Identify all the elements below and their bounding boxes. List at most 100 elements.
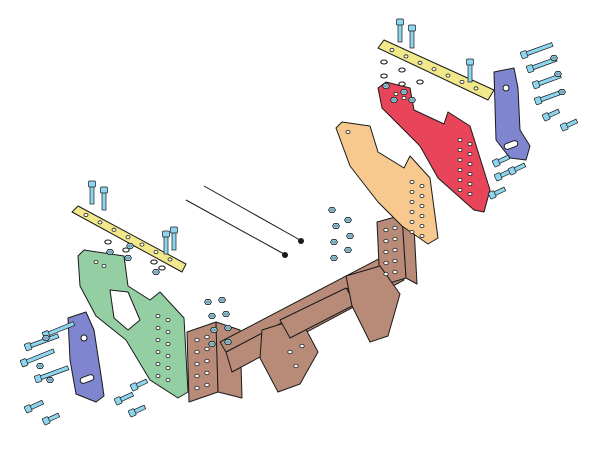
frameHoles-hole xyxy=(392,225,398,231)
nut xyxy=(45,377,55,383)
nut xyxy=(407,97,417,103)
nut xyxy=(343,247,353,253)
frameHoles-hole xyxy=(194,337,200,343)
frameHoles-hole xyxy=(204,370,210,376)
frameHoles-hole xyxy=(392,236,398,242)
bolt xyxy=(541,108,561,122)
frameHoles-hole xyxy=(204,358,210,364)
leftBracketHoles-hole xyxy=(165,341,171,346)
redHoles-hole xyxy=(457,177,463,182)
frameHoles-hole xyxy=(383,249,389,255)
bolt xyxy=(41,412,61,426)
frameHoles-hole xyxy=(392,269,398,275)
frameHoles-hole xyxy=(383,227,389,233)
nut xyxy=(331,223,341,229)
orangeHoles-hole xyxy=(345,129,351,134)
leftStrapHoles-hole xyxy=(83,212,89,217)
frameHoles-hole xyxy=(287,349,293,355)
right-bracket-front xyxy=(335,121,439,245)
nut xyxy=(549,55,559,61)
hardware xyxy=(20,18,579,426)
rightStrapHoles-hole xyxy=(403,54,409,59)
rightStrapHoles-hole xyxy=(445,73,451,78)
redHoles-hole xyxy=(467,161,473,166)
bolt xyxy=(532,73,562,90)
left-bracket-holes xyxy=(93,259,171,382)
frameHoles-hole xyxy=(204,346,210,352)
cable-tie-2 xyxy=(185,199,285,255)
leftStrapHoles-hole xyxy=(97,220,103,225)
orangeHoles-hole xyxy=(419,183,425,188)
frameHoles-hole xyxy=(194,385,200,391)
bolt xyxy=(24,333,60,352)
frameHoles-hole xyxy=(299,343,305,349)
nut xyxy=(123,255,133,261)
leftBracketHoles-hole xyxy=(165,353,171,358)
bolt xyxy=(408,24,416,49)
left-bracket-cutout xyxy=(109,289,141,331)
bolt xyxy=(491,154,511,168)
bolt xyxy=(127,404,147,418)
bolt xyxy=(559,118,579,132)
redHoles-hole xyxy=(467,171,473,176)
leftStrapHoles-hole xyxy=(111,227,117,232)
bolt xyxy=(466,58,474,83)
washer xyxy=(380,59,388,65)
nut xyxy=(151,269,161,275)
rightStrapHoles-hole xyxy=(417,60,423,65)
nut xyxy=(381,83,391,89)
redHoles-hole xyxy=(457,167,463,172)
washer xyxy=(398,81,406,87)
right-side-plate-hole xyxy=(502,84,510,92)
bolt xyxy=(129,378,149,392)
leftBracketHoles-hole xyxy=(165,365,171,370)
right-side-plate-slot xyxy=(503,140,519,150)
frameHoles-hole xyxy=(204,382,210,388)
orangeHoles-hole xyxy=(409,229,415,234)
orangeHoles-hole xyxy=(419,223,425,228)
cable-tie-2-head xyxy=(282,252,288,258)
leftStrapHoles-hole xyxy=(139,242,145,247)
leftStrapHoles-hole xyxy=(153,249,159,254)
receiver-frame xyxy=(186,214,418,403)
rightStrapHoles-hole xyxy=(459,80,465,85)
left-bracket xyxy=(77,249,189,399)
nut xyxy=(217,297,227,303)
washer xyxy=(380,73,388,79)
nut xyxy=(329,239,339,245)
left-side-plate-body xyxy=(67,311,105,403)
nut xyxy=(557,89,567,95)
orangeHoles-hole xyxy=(419,203,425,208)
bolt xyxy=(88,180,96,205)
leftStrapHoles-hole xyxy=(167,257,173,262)
frameHoles-hole xyxy=(194,361,200,367)
washer xyxy=(158,265,166,271)
nut xyxy=(105,249,115,255)
redHoles-hole xyxy=(467,191,473,196)
nut xyxy=(35,363,45,369)
redHoles-hole xyxy=(457,137,463,142)
frameHoles-hole xyxy=(383,271,389,277)
nut xyxy=(343,217,353,223)
leftBracketHoles-hole xyxy=(155,349,161,354)
frameHoles-hole xyxy=(392,247,398,253)
bolt xyxy=(487,186,507,200)
orangeHoles-hole xyxy=(409,199,415,204)
nut xyxy=(389,97,399,103)
leftBracketHoles-hole xyxy=(165,329,171,334)
left-strap-holes xyxy=(83,212,173,262)
left-side-plate xyxy=(67,311,105,403)
right-strap-holes xyxy=(389,48,479,91)
nut xyxy=(203,299,213,305)
left-side-plate-slot xyxy=(79,374,95,384)
nut xyxy=(553,71,563,77)
orangeHoles-hole xyxy=(409,179,415,184)
cable-tie-1 xyxy=(203,185,301,241)
nut xyxy=(223,339,233,345)
leftBracketHoles-hole xyxy=(155,361,161,366)
right-strap xyxy=(377,39,495,101)
washer xyxy=(104,239,112,245)
leftBracketHoles-hole xyxy=(93,259,99,264)
leftBracketHoles-hole xyxy=(165,377,171,382)
right-bracket-rear-holes xyxy=(393,92,473,196)
